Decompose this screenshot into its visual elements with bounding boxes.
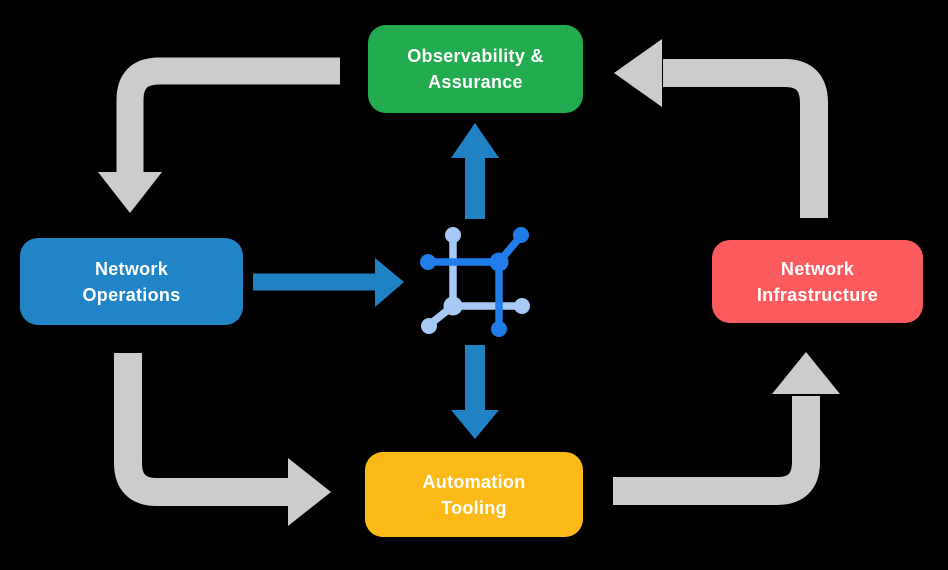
network-mesh-icon: [420, 227, 530, 337]
arrow-observability-to-operations: [98, 57, 340, 213]
mesh-light-nodes: [421, 227, 530, 334]
mesh-dark-nodes: [420, 227, 529, 337]
node-automation-label: Automation Tooling: [422, 471, 526, 518]
node-operations-label: Network Operations: [82, 258, 181, 305]
arrow-automation-to-infrastructure: [613, 352, 840, 505]
node-network-operations: Network Operations: [20, 238, 243, 325]
arrow-infrastructure-to-observability: [614, 39, 828, 218]
arrow-operations-to-automation: [114, 353, 331, 526]
node-infrastructure-label: Network Infrastructure: [756, 258, 879, 305]
arrow-center-to-automation: [451, 345, 499, 439]
arrow-operations-to-center: [253, 258, 404, 307]
node-network-infrastructure: Network Infrastructure: [712, 240, 923, 323]
node-observability-assurance: Observability & Assurance: [368, 25, 583, 113]
node-automation-tooling: Automation Tooling: [365, 452, 583, 537]
arrow-center-to-observability: [451, 123, 499, 219]
node-observability-label: Observability & Assurance: [407, 46, 544, 92]
